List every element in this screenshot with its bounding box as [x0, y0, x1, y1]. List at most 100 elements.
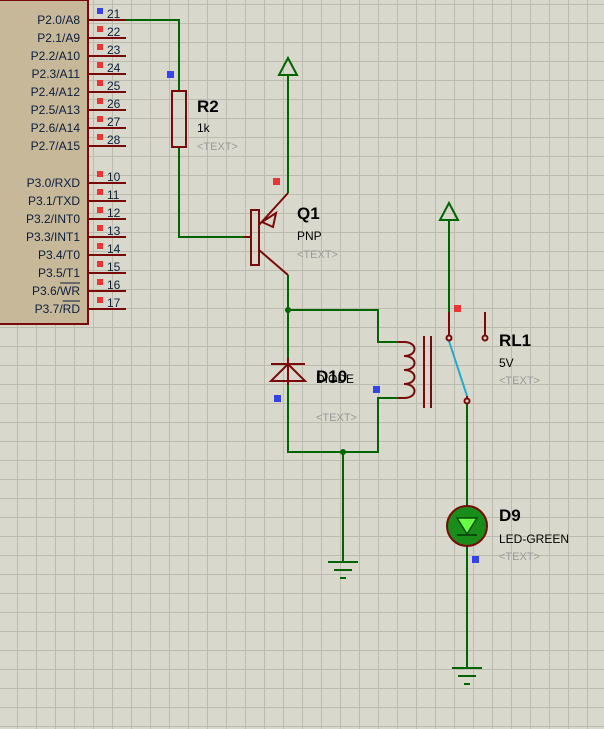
mcu-pin-label: P2.5/A13: [31, 103, 81, 117]
mcu-pin[interactable]: 10 P3.0/RXD: [27, 170, 126, 190]
mcu-pin[interactable]: 14 P3.4/T0: [38, 242, 126, 262]
relay-switch-arm: [448, 340, 468, 397]
mcu-pin-number: 17: [107, 296, 121, 310]
mcu-pin[interactable]: 24 P2.3/A11: [32, 61, 126, 81]
mcu-pin-group: 21P2.0/A822P2.1/A923P2.2/A1024P2.3/A1125…: [26, 7, 126, 316]
diode-triangle: [268, 362, 308, 382]
r2-value-label: 1k: [197, 121, 211, 135]
rl1-value-label: 5V: [499, 356, 514, 370]
d9-text-label: <TEXT>: [499, 551, 540, 563]
transistor-base-bar: [250, 209, 260, 266]
pin-marker: [97, 207, 103, 213]
mcu-pin[interactable]: 22 P2.1/A9: [37, 25, 126, 45]
mcu-pin-label: P2.3/A11: [32, 67, 81, 81]
q1-value-label: PNP: [297, 229, 322, 243]
relay-rl1[interactable]: [398, 312, 489, 408]
wire-p20-to-r2: [126, 19, 180, 91]
mcu-pin-number: 27: [107, 115, 121, 129]
r2-text-label: <TEXT>: [197, 141, 238, 153]
pin-marker-red: [454, 305, 461, 312]
q1-ref-label: Q1: [297, 204, 320, 223]
transistor-emitter-arrow: [259, 210, 278, 229]
rl1-ref-label: RL1: [499, 331, 531, 350]
mcu-pin-label: P3.5/T1: [38, 266, 80, 280]
led-d9[interactable]: [446, 505, 488, 547]
d10-value-label: DIODE: [316, 372, 354, 386]
transistor-q1[interactable]: [244, 192, 289, 276]
mcu-pin-number: 16: [107, 278, 121, 292]
mcu-pin-label: P2.1/A9: [37, 31, 80, 45]
mcu-pin-label: P3.0/RXD: [27, 176, 81, 190]
pin-marker: [97, 8, 103, 14]
mcu-pin[interactable]: 27 P2.6/A14: [31, 115, 126, 135]
mcu-pin-number: 15: [107, 260, 121, 274]
pin-marker: [97, 171, 103, 177]
mcu-pin-number: 28: [107, 133, 121, 147]
d10-ref-label: D10: [316, 367, 347, 386]
ground-symbol-2: [452, 667, 482, 685]
junction-dot: [285, 307, 291, 313]
pin-marker: [97, 80, 103, 86]
supply-symbol-relay: [438, 200, 460, 221]
mcu-pin-number: 22: [107, 25, 121, 39]
mcu-pin-label: P3.4/T0: [38, 248, 80, 262]
resistor-body: [171, 90, 187, 148]
pin-marker: [97, 189, 103, 195]
transistor-collector-lead: [258, 249, 289, 276]
mcu-chip[interactable]: 21P2.0/A822P2.1/A923P2.2/A1024P2.3/A1125…: [0, 0, 126, 325]
mcu-pin-number: 26: [107, 97, 121, 111]
pin-marker: [97, 26, 103, 32]
pin-marker: [97, 279, 103, 285]
mcu-pin-number: 21: [107, 7, 121, 21]
supply-symbol-q1: [277, 55, 299, 76]
mcu-pin-number: 25: [107, 79, 121, 93]
wire-r2-to-q1-base: [178, 147, 244, 238]
mcu-pin-number: 23: [107, 43, 121, 57]
mcu-pin[interactable]: 21 P2.0/A8: [37, 7, 126, 27]
pin-marker: [97, 134, 103, 140]
pin-marker-blue: [167, 71, 174, 78]
diode-d10[interactable]: [268, 358, 308, 385]
mcu-body: [0, 0, 89, 325]
mcu-pin-number: 10: [107, 170, 121, 184]
mcu-pin-label: P3.6/WR: [32, 284, 80, 298]
mcu-pin-number: 14: [107, 242, 121, 256]
mcu-pin-label: P2.6/A14: [31, 121, 81, 135]
pin-marker: [97, 243, 103, 249]
mcu-pin[interactable]: 23 P2.2/A10: [31, 43, 126, 63]
wire-coil-bottom-to-gnd: [343, 397, 398, 453]
mcu-pin[interactable]: 28 P2.7/A15: [31, 133, 126, 153]
wire-collector-to-coil-top: [288, 309, 398, 343]
mcu-pin-label: P2.2/A10: [31, 49, 81, 63]
d9-ref-label: D9: [499, 506, 521, 525]
d10-text-label: <TEXT>: [316, 412, 357, 424]
mcu-pin-number: 13: [107, 224, 121, 238]
mcu-pin-label: P2.0/A8: [37, 13, 80, 27]
pin-marker-blue: [373, 386, 380, 393]
pin-marker: [97, 116, 103, 122]
mcu-pin-label: P2.7/A15: [31, 139, 81, 153]
resistor-r2[interactable]: [171, 90, 187, 148]
wire-diode-anode-to-gnd: [287, 385, 343, 453]
mcu-pin[interactable]: 16 P3.6/WR: [32, 278, 126, 298]
junction-dot: [340, 449, 346, 455]
pin-marker: [97, 297, 103, 303]
r2-ref-label: R2: [197, 97, 219, 116]
rl1-text-label: <TEXT>: [499, 375, 540, 387]
pin-marker-blue: [472, 556, 479, 563]
pin-marker-red: [273, 178, 280, 185]
mcu-pin[interactable]: 26 P2.5/A13: [31, 97, 126, 117]
pin-marker: [97, 261, 103, 267]
pin-marker-blue: [274, 395, 281, 402]
pin-marker: [97, 62, 103, 68]
mcu-pin-number: 24: [107, 61, 121, 75]
mcu-pin[interactable]: 15 P3.5/T1: [38, 260, 126, 280]
ground-symbol-1: [328, 561, 358, 579]
